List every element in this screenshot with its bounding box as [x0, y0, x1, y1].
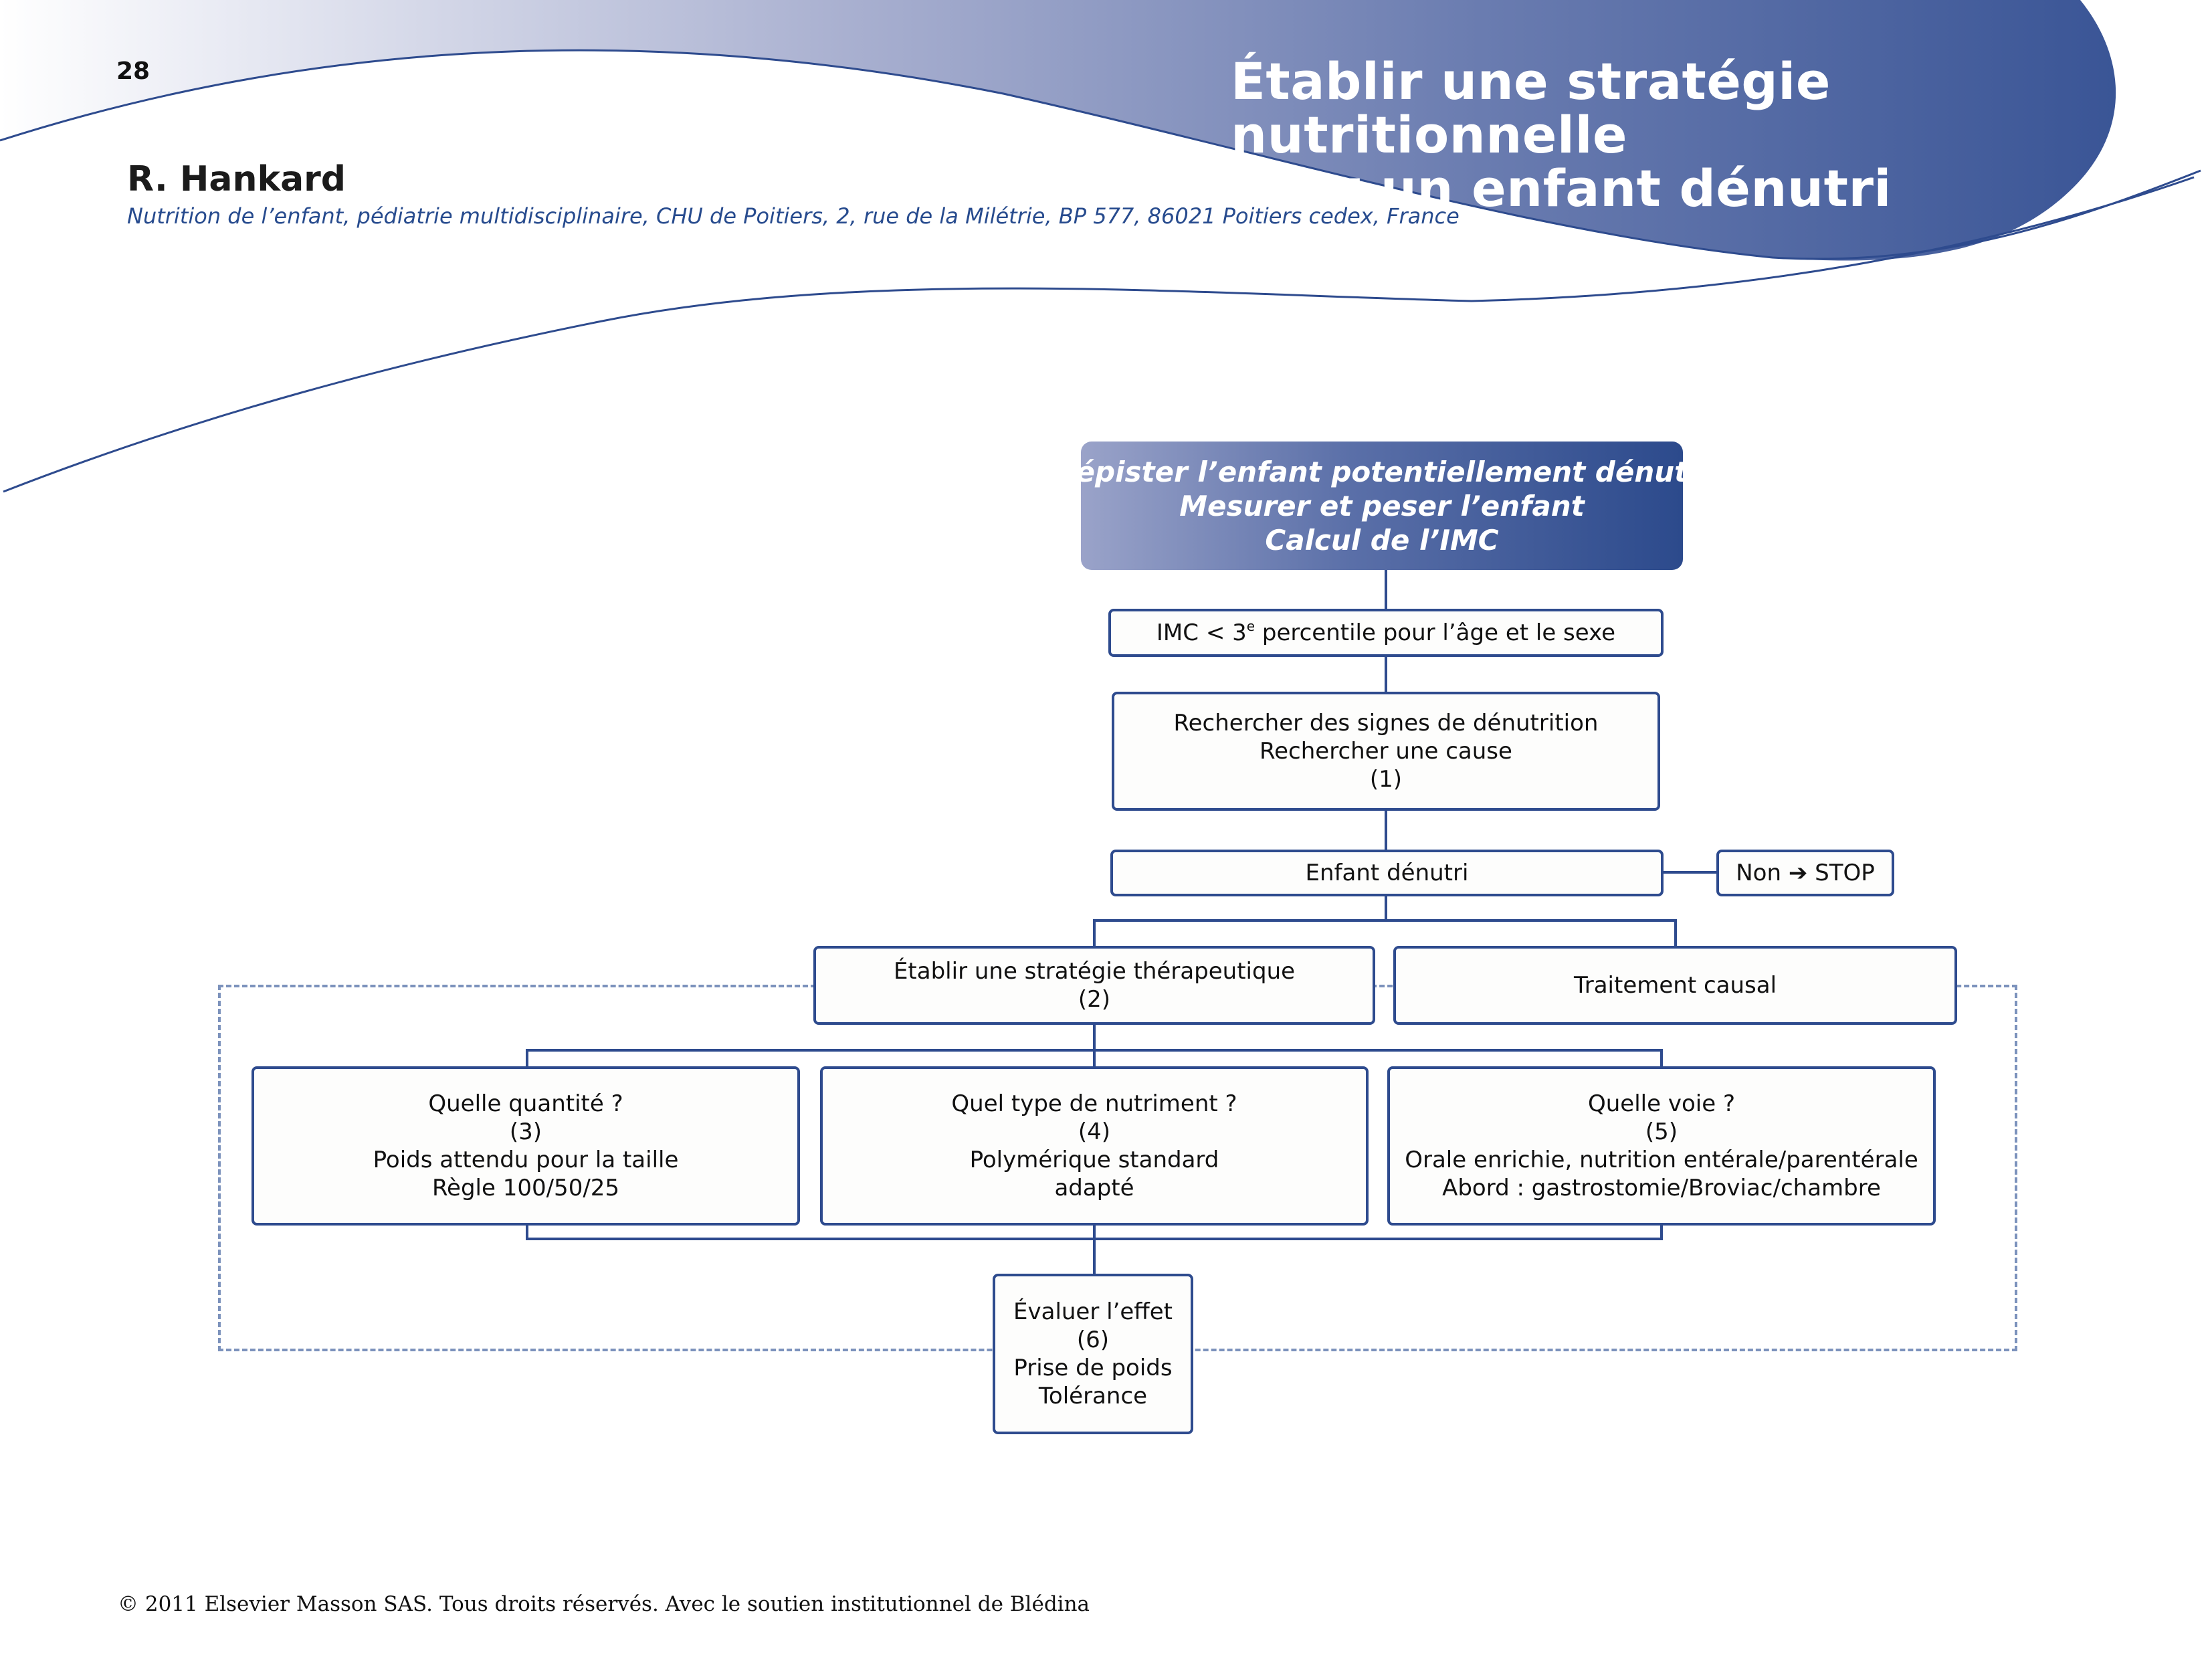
signs-line-3: (1)	[1369, 766, 1403, 793]
page-number: 28	[116, 58, 150, 85]
screening-box: Dépister l’enfant potentiellement dénutr…	[1053, 442, 1711, 570]
connector-split-strategy-causal	[1093, 919, 1677, 946]
evaluate-line-3: Prise de poids	[1013, 1355, 1173, 1381]
route-line-1: Quelle voie ?	[1588, 1090, 1735, 1117]
strategy-box: Établir une stratégie thérapeutique (2)	[813, 946, 1375, 1025]
route-box: Quelle voie ? (5) Orale enrichie, nutrit…	[1387, 1066, 1936, 1226]
copyright-footer: © 2011 Elsevier Masson SAS. Tous droits …	[118, 1592, 1090, 1616]
stop-box: Non ➔ STOP	[1716, 850, 1894, 896]
stop-label: Non ➔ STOP	[1736, 860, 1875, 886]
author-affiliation: Nutrition de l’enfant, pédiatrie multidi…	[127, 203, 1460, 229]
strategy-line-1: Établir une stratégie thérapeutique	[893, 958, 1296, 985]
evaluate-line-4: Tolérance	[1038, 1383, 1148, 1409]
signs-box: Rechercher des signes de dénutrition Rec…	[1112, 692, 1660, 811]
quantity-line-4: Règle 100/50/25	[431, 1175, 620, 1201]
route-line-2: (5)	[1645, 1118, 1678, 1145]
page-title: Établir une stratégie nutritionnelle che…	[1231, 55, 2201, 215]
quantity-box: Quelle quantité ? (3) Poids attendu pour…	[252, 1066, 800, 1226]
title-line-2: chez un enfant dénutri	[1231, 159, 1892, 218]
signs-line-2: Rechercher une cause	[1260, 738, 1512, 765]
bmi-box: IMC < 3e percentile pour l’âge et le sex…	[1108, 609, 1664, 657]
causal-treatment-label: Traitement causal	[1573, 972, 1777, 999]
causal-treatment-box: Traitement causal	[1393, 946, 1957, 1025]
author-name: R. Hankard	[127, 159, 346, 199]
malnourished-label: Enfant dénutri	[1305, 860, 1469, 886]
nutrient-type-box: Quel type de nutriment ? (4) Polymérique…	[820, 1066, 1369, 1226]
screening-line-3: Calcul de l’IMC	[1265, 523, 1499, 557]
nutrient-line-3: Polymérique standard	[969, 1147, 1219, 1173]
signs-line-1: Rechercher des signes de dénutrition	[1173, 710, 1599, 737]
screening-line-2: Mesurer et peser l’enfant	[1179, 489, 1585, 522]
quantity-line-1: Quelle quantité ?	[428, 1090, 623, 1117]
nutrient-line-2: (4)	[1078, 1118, 1111, 1145]
title-line-1: Établir une stratégie nutritionnelle	[1231, 52, 1831, 165]
route-line-4: Abord : gastrostomie/Broviac/chambre	[1442, 1175, 1881, 1201]
evaluate-box: Évaluer l’effet (6) Prise de poids Tolér…	[993, 1274, 1193, 1434]
quantity-line-2: (3)	[509, 1118, 542, 1145]
nutrient-line-4: adapté	[1054, 1175, 1134, 1201]
bmi-label: IMC < 3e percentile pour l’âge et le sex…	[1156, 618, 1616, 646]
evaluate-line-2: (6)	[1076, 1327, 1110, 1353]
nutrient-line-1: Quel type de nutriment ?	[951, 1090, 1237, 1117]
route-line-3: Orale enrichie, nutrition entérale/paren…	[1405, 1147, 1918, 1173]
evaluate-line-1: Évaluer l’effet	[1013, 1298, 1173, 1325]
screening-line-1: Dépister l’enfant potentiellement dénutr…	[1052, 455, 1712, 488]
strategy-line-2: (2)	[1078, 986, 1111, 1013]
quantity-line-3: Poids attendu pour la taille	[373, 1147, 679, 1173]
malnourished-box: Enfant dénutri	[1110, 850, 1664, 896]
